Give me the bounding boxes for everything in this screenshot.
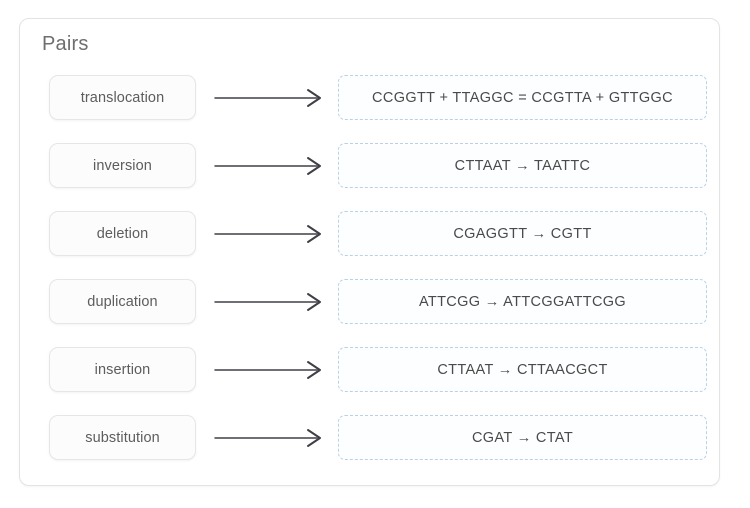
pair-term-pill[interactable]: duplication <box>49 279 196 324</box>
pair-sequence-box[interactable]: CGAT → CTAT <box>338 415 707 460</box>
right-arrow-icon <box>213 220 333 248</box>
pair-sequence-text: ATTCGG → ATTCGGATTCGG <box>418 293 627 310</box>
pair-sequence-box[interactable]: CGAGGTT → CGTT <box>338 211 707 256</box>
pair-row: inversion CTTAAT → TAATTC <box>20 143 719 190</box>
pair-term-pill[interactable]: insertion <box>49 347 196 392</box>
pair-term-label: duplication <box>87 293 158 310</box>
pair-sequence-box[interactable]: ATTCGG → ATTCGGATTCGG <box>338 279 707 324</box>
pair-term-pill[interactable]: translocation <box>49 75 196 120</box>
pair-sequence-box[interactable]: CTTAAT → TAATTC <box>338 143 707 188</box>
pair-term-label: insertion <box>94 361 151 378</box>
pair-term-label: substitution <box>85 429 160 446</box>
pair-row: insertion CTTAAT → CTTAACGCT <box>20 347 719 394</box>
right-arrow-icon <box>213 288 333 316</box>
right-arrow-icon <box>213 356 333 384</box>
pair-sequence-text: CTTAAT → CTTAACGCT <box>437 361 608 378</box>
pair-term-label: deletion <box>96 225 149 242</box>
right-arrow-icon <box>213 424 333 452</box>
pair-sequence-text: CGAT → CTAT <box>471 429 574 446</box>
pair-term-pill[interactable]: deletion <box>49 211 196 256</box>
right-arrow-icon <box>213 152 333 180</box>
page-title: Pairs <box>42 33 89 55</box>
pair-row: duplication ATTCGG → ATTCGGATTCGG <box>20 279 719 326</box>
pair-sequence-text: CCGGTT + TTAGGC = CCGTTA + GTTGGC <box>372 89 673 106</box>
pair-sequence-box[interactable]: CCGGTT + TTAGGC = CCGTTA + GTTGGC <box>338 75 707 120</box>
pair-term-label: inversion <box>93 157 152 174</box>
pair-term-pill[interactable]: substitution <box>49 415 196 460</box>
pairs-card: Pairs translocation CCGGTT + TTAGGC = CC… <box>19 18 720 486</box>
pair-sequence-text: CTTAAT → TAATTC <box>454 157 591 174</box>
pair-sequence-box[interactable]: CTTAAT → CTTAACGCT <box>338 347 707 392</box>
pair-row: translocation CCGGTT + TTAGGC = CCGTTA +… <box>20 75 719 122</box>
pair-term-label: translocation <box>80 89 165 106</box>
pair-row: deletion CGAGGTT → CGTT <box>20 211 719 258</box>
pair-row: substitution CGAT → CTAT <box>20 415 719 462</box>
right-arrow-icon <box>213 84 333 112</box>
pair-term-pill[interactable]: inversion <box>49 143 196 188</box>
pair-sequence-text: CGAGGTT → CGTT <box>453 225 592 242</box>
pair-rows-list: translocation CCGGTT + TTAGGC = CCGTTA +… <box>20 75 719 462</box>
